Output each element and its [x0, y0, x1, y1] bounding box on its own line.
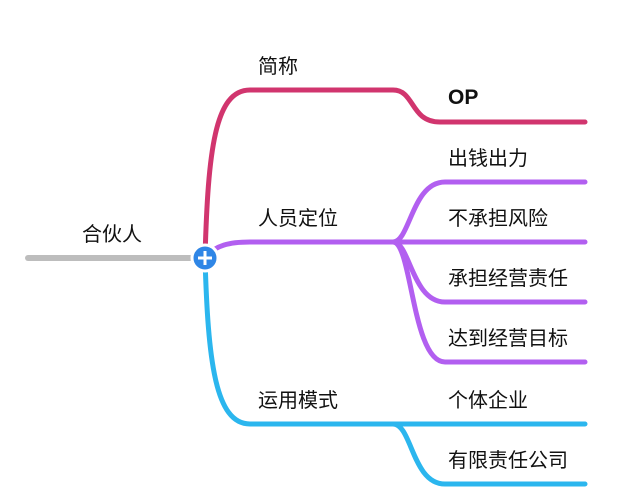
child-connector-3-2	[390, 421, 588, 487]
child-label-2-3[interactable]: 承担经营责任	[448, 266, 568, 290]
branch-connector-2	[202, 239, 396, 261]
child-connector-2-4	[390, 239, 588, 365]
child-label-1-1[interactable]: OP	[448, 86, 479, 109]
root-label[interactable]: 合伙人	[82, 222, 142, 246]
branch-label-3[interactable]: 运用模式	[258, 388, 338, 412]
collapse-toggle[interactable]	[190, 243, 220, 273]
branch-label-1[interactable]: 简称	[258, 54, 298, 78]
child-label-3-1[interactable]: 个体企业	[448, 388, 528, 412]
branch-connector-3	[202, 255, 396, 427]
child-label-2-2[interactable]: 不承担风险	[448, 206, 548, 230]
plus-icon	[198, 251, 212, 265]
child-label-2-4[interactable]: 达到经营目标	[448, 326, 568, 350]
child-connector-2-1	[390, 179, 588, 245]
branch-label-2[interactable]: 人员定位	[258, 206, 338, 230]
branch-connector-1	[202, 87, 588, 261]
child-label-2-1[interactable]: 出钱出力	[448, 146, 528, 170]
child-label-3-2[interactable]: 有限责任公司	[448, 448, 568, 472]
